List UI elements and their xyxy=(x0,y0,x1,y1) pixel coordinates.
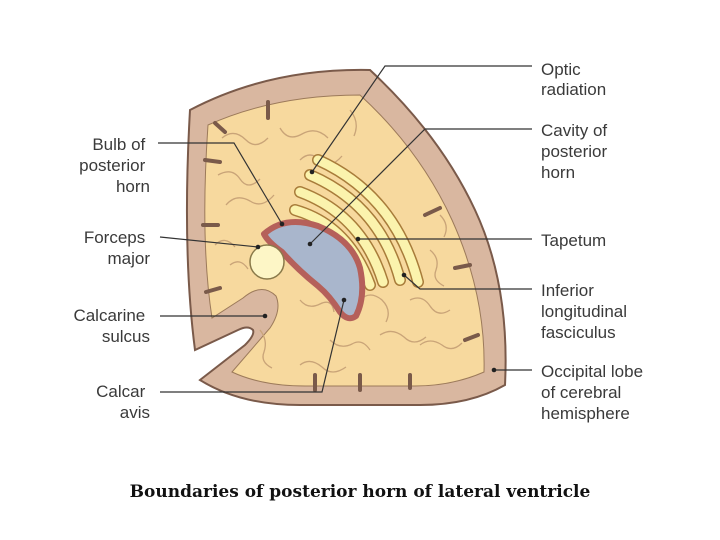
label-occipital-lobe: Occipital lobe of cerebral hemisphere xyxy=(541,362,648,423)
label-tapetum: Tapetum xyxy=(541,231,606,250)
label-calcarine-sulcus: Calcarine sulcus xyxy=(73,306,150,346)
forceps-major-circle xyxy=(250,245,284,279)
label-calcar-avis: Calcar avis xyxy=(96,382,150,422)
label-optic-radiation: Optic radiation xyxy=(541,60,606,99)
label-bulb-of-posterior-horn: Bulb of posterior horn xyxy=(79,135,150,196)
label-cavity-of-posterior-horn: Cavity of posterior horn xyxy=(541,121,612,182)
label-forceps-major: Forceps major xyxy=(84,228,150,268)
figure-caption: Boundaries of posterior horn of lateral … xyxy=(0,482,720,502)
label-inferior-longitudinal-fasciculus: Inferior longitudinal fasciculus xyxy=(541,281,632,342)
